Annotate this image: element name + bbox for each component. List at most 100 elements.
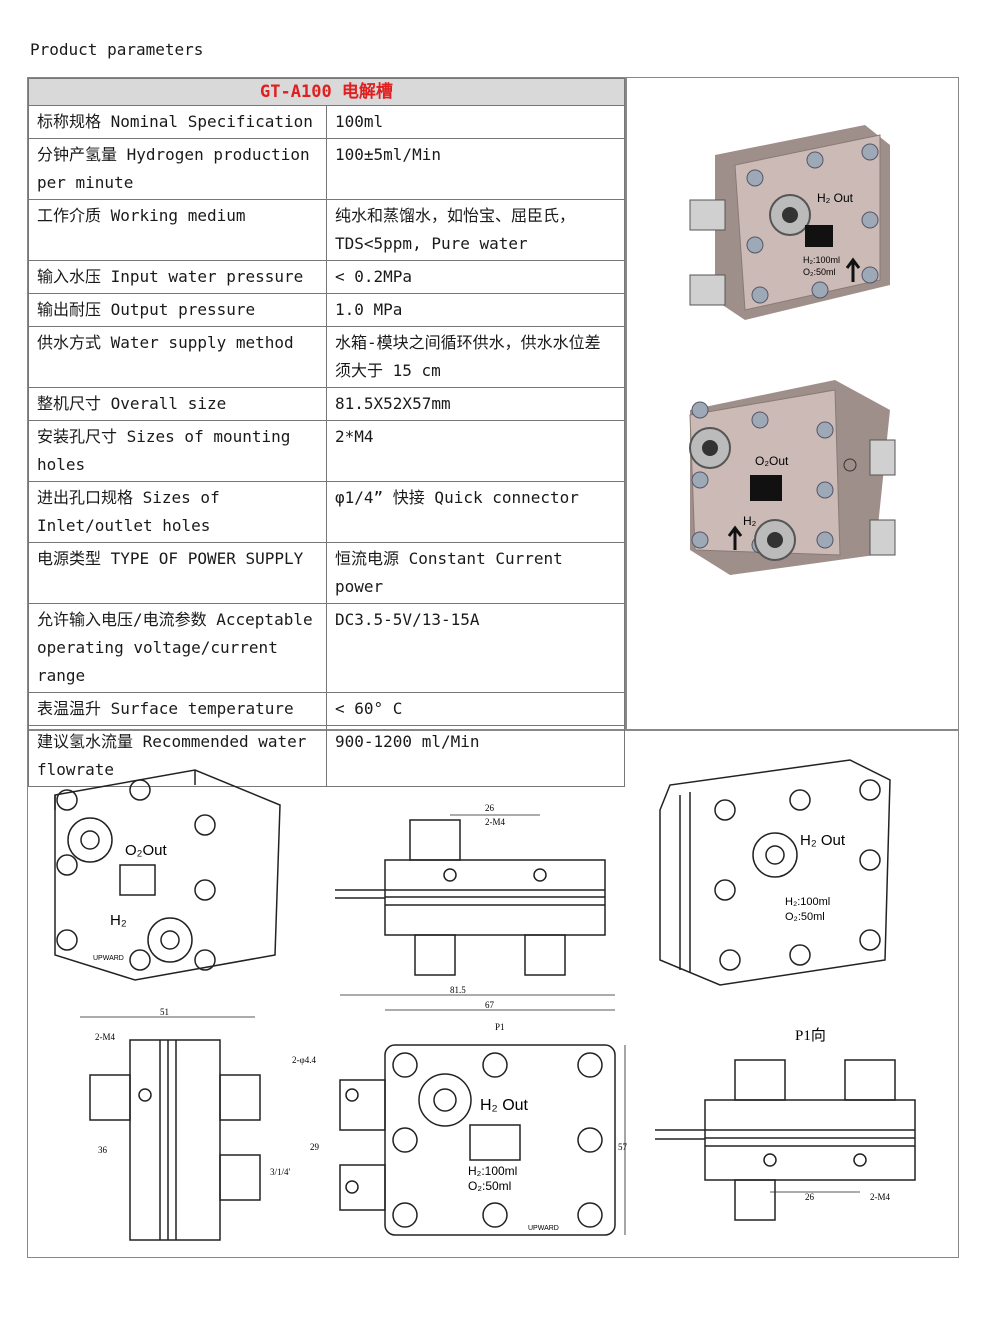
p1-view-label: P1向 [795, 1027, 826, 1044]
spec-label: 建议氢水流量 Recommended water flowrate [28, 725, 327, 787]
product-photo-h2-side: H₂ Out H₂:100ml O₂:50ml [689, 125, 890, 320]
drawing-fitting-right [219, 1154, 261, 1201]
o2-outlet-port [702, 440, 718, 456]
drawing-main-front: H₂ Out H₂:100ml O₂:50ml UPWARD 81.5 67 P… [292, 985, 628, 1236]
product-photo-o2-side: O₂Out H₂ [689, 380, 896, 575]
drawing-fitting-bottom [524, 934, 566, 976]
dim-36: 36 [98, 1145, 108, 1155]
mount-hole [345, 1180, 359, 1194]
spec-value: 100ml [326, 105, 625, 139]
spec-label: 分钟产氢量 Hydrogen production per minute [28, 138, 327, 200]
mount-hole [763, 1153, 777, 1167]
drawing-side-view: 51 2-M4 36 3/1/4"接 [80, 1007, 290, 1241]
drawing-label-box [469, 1124, 521, 1161]
spec-label: 表温温升 Surface temperature [28, 692, 327, 726]
drawing-fitting-bottom [414, 934, 456, 976]
spec-value: 2*M4 [326, 420, 625, 482]
spec-row: 输入水压 Input water pressure< 0.2MPa [28, 260, 625, 294]
drawing-o2-volume: O₂:50ml [785, 911, 825, 923]
upward-arrow-icon [845, 257, 861, 282]
spec-label: 输出耐压 Output pressure [28, 293, 327, 327]
label-blank [750, 475, 782, 501]
dim-29: 29 [310, 1142, 320, 1152]
dim-81-5: 81.5 [450, 985, 466, 995]
spec-value: < 0.2MPa [326, 260, 625, 294]
drawing-brand: UPWARD [93, 955, 124, 962]
mount-hole [533, 868, 547, 882]
drawing-body [129, 1039, 221, 1241]
spec-value: 水箱-模块之间循环供水，供水水位差须大于 15 cm [326, 326, 625, 388]
mount-tab [339, 1164, 386, 1211]
dim-mount-holes: 2-M4 [485, 817, 505, 827]
drawing-fitting-top [734, 1059, 786, 1101]
mount-tab [869, 439, 896, 476]
drawing-o2-out-label: O₂Out [125, 842, 168, 859]
drawing-h2-out-label: H₂ Out [480, 1097, 529, 1114]
h2-label: H₂ [743, 514, 757, 528]
spec-label: 供水方式 Water supply method [28, 326, 327, 388]
drawing-front-h2: H₂ Out H₂:100ml O₂:50ml [659, 759, 891, 986]
h2-out-label: H₂ Out [817, 191, 854, 205]
ground-screw-icon [843, 458, 857, 472]
spec-title: GT-A100 电解槽 [28, 78, 625, 106]
spec-label: 工作介质 Working medium [28, 199, 327, 261]
mount-tab [339, 1079, 386, 1131]
spec-value: DC3.5-5V/13-15A [326, 603, 625, 693]
h2-volume-label: H₂:100ml [803, 255, 840, 265]
spec-row: 表温温升 Surface temperature< 60° C [28, 692, 625, 726]
drawing-front-o2: O₂Out H₂ UPWARD [54, 769, 281, 981]
label-blank [805, 225, 833, 247]
drawing-fitting-top [409, 819, 461, 861]
dim-26: 26 [805, 1192, 815, 1202]
spec-label: 标称规格 Nominal Specification [28, 105, 327, 139]
mount-hole [345, 1088, 359, 1102]
content-frame [27, 77, 959, 1258]
drawing-h2-out-label: H₂ Out [800, 832, 846, 849]
drawing-bolts [714, 779, 881, 971]
spec-label: 进出孔口规格 Sizes of Inlet/outlet holes [28, 481, 327, 543]
spec-label: 电源类型 TYPE OF POWER SUPPLY [28, 542, 327, 604]
dim-mount-holes: 2-M4 [870, 1192, 890, 1202]
page-heading: Product parameters [30, 40, 204, 59]
dim-67: 67 [485, 1000, 495, 1010]
drawing-top-view: 2-M4 26 [335, 803, 606, 976]
mount-tab [689, 199, 726, 231]
spec-value: 1.0 MPa [326, 293, 625, 327]
drawing-fitting-left [89, 1074, 131, 1121]
spec-value: 81.5X52X57mm [326, 387, 625, 421]
mount-tab [869, 519, 896, 556]
dim-hole: 2-φ4.4 [292, 1055, 316, 1065]
device-plate [689, 389, 841, 556]
spec-value: φ1/4” 快接 Quick connector [326, 481, 625, 543]
spec-value: < 60° C [326, 692, 625, 726]
upward-arrow-icon [727, 525, 743, 550]
drawing-fitting-right [219, 1074, 261, 1121]
dim-thread: 3/1/4"接 [270, 1166, 290, 1177]
spec-value: 900-1200 ml/Min [326, 725, 625, 787]
h2-outlet-port [782, 207, 798, 223]
drawing-o2-volume: O₂:50ml [468, 1179, 511, 1193]
spec-title-row: GT-A100 电解槽 [28, 78, 625, 106]
frame-divider-vertical [625, 77, 627, 730]
drawing-fitting-bottom [734, 1179, 776, 1221]
mount-hole [138, 1088, 152, 1102]
drawing-bolts [56, 779, 216, 971]
dim-mount-holes: 2-M4 [95, 1032, 115, 1042]
mount-hole [853, 1153, 867, 1167]
spec-value: 100±5ml/Min [326, 138, 625, 200]
bolt-heads [746, 143, 879, 304]
dim-p1: P1 [495, 1022, 505, 1032]
drawing-brand: UPWARD [528, 1225, 559, 1232]
spec-row: 允许输入电压/电流参数 Acceptable operating voltage… [28, 603, 625, 693]
